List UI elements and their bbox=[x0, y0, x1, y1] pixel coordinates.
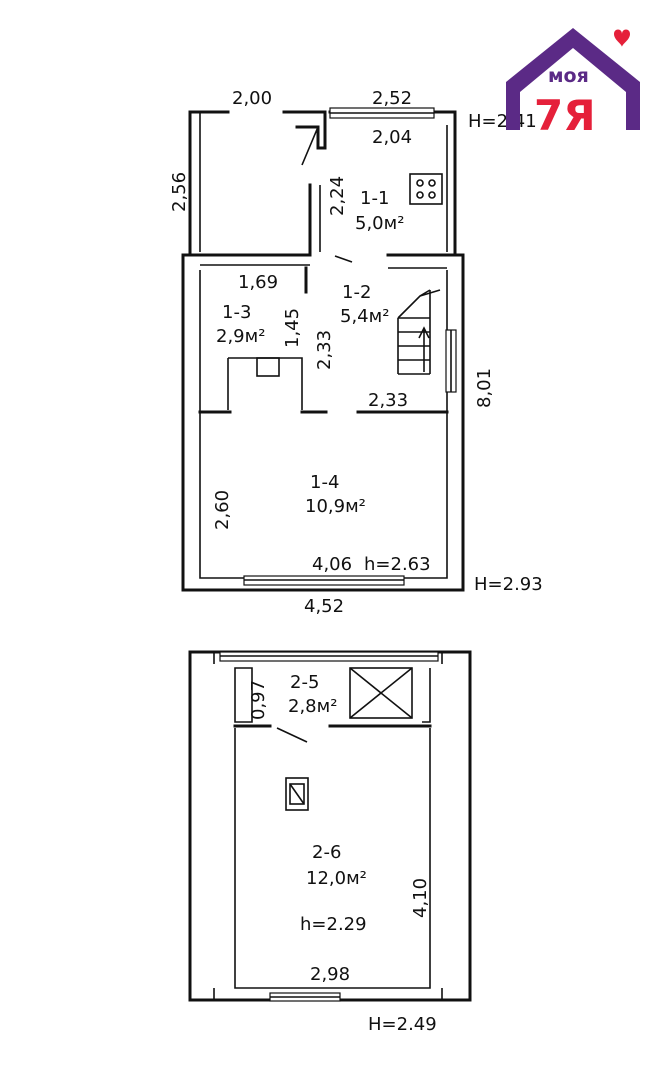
dim-2-24: 2,24 bbox=[327, 176, 348, 216]
dim-4-10: 4,10 bbox=[410, 878, 431, 918]
dim-1-69: 1,69 bbox=[238, 272, 278, 293]
height-outer-2: H=2.49 bbox=[368, 1014, 437, 1035]
dim-room-4-bottom: 4,06 bbox=[312, 554, 352, 575]
chimney-icon bbox=[285, 777, 309, 811]
floor-2-walls bbox=[188, 650, 472, 1002]
dim-2-33-v: 2,33 bbox=[314, 330, 335, 370]
height-inner-1: h=2.63 bbox=[364, 554, 431, 575]
room-2-6-area: 12,0м² bbox=[306, 868, 367, 889]
room-1-2-area: 5,4м² bbox=[340, 306, 389, 327]
dim-bottom: 4,52 bbox=[304, 596, 344, 617]
room-1-2-id: 1-2 bbox=[342, 282, 371, 303]
logo-mark: 7Я bbox=[534, 91, 596, 140]
stove-icon bbox=[409, 173, 443, 205]
dim-top-left: 2,00 bbox=[232, 88, 272, 109]
dim-inner-top: 2,04 bbox=[372, 127, 412, 148]
floor-2-labels: 0,97 2-5 2,8м² 2-6 12,0м² h=2.29 4,10 2,… bbox=[248, 672, 437, 1035]
attic-hatch-icon bbox=[349, 667, 413, 719]
dim-top-right: 2,52 bbox=[372, 88, 412, 109]
dim-left-side: 2,56 bbox=[169, 172, 190, 212]
dim-2-98: 2,98 bbox=[310, 964, 350, 985]
room-1-4-id: 1-4 bbox=[310, 472, 339, 493]
floor-1-labels: 2,00 2,52 H=2,41 2,04 2,56 2,24 1-1 5,0м… bbox=[169, 88, 543, 617]
room-2-6-id: 2-6 bbox=[312, 842, 341, 863]
room-1-3-id: 1-3 bbox=[222, 302, 251, 323]
dim-0-97: 0,97 bbox=[248, 680, 269, 720]
dim-right-side: 8,01 bbox=[474, 368, 495, 408]
room-1-1-id: 1-1 bbox=[360, 188, 389, 209]
stairs-icon bbox=[397, 289, 441, 375]
room-2-5-id: 2-5 bbox=[290, 672, 319, 693]
room-1-3-area: 2,9м² bbox=[216, 326, 265, 347]
room-2-5-area: 2,8м² bbox=[288, 696, 337, 717]
logo-house-shape bbox=[506, 28, 640, 130]
brand-logo: моя 7Я bbox=[506, 28, 640, 140]
dim-1-45: 1,45 bbox=[282, 308, 303, 348]
dim-room-4-left: 2,60 bbox=[212, 490, 233, 530]
heart-icon bbox=[614, 29, 630, 47]
room-1-4-area: 10,9м² bbox=[305, 496, 366, 517]
dim-2-33-h: 2,33 bbox=[368, 390, 408, 411]
height-top: H=2,41 bbox=[468, 111, 537, 132]
logo-word: моя bbox=[548, 65, 589, 87]
floor-1-walls bbox=[181, 107, 465, 592]
height-inner-2: h=2.29 bbox=[300, 914, 367, 935]
room-1-1-area: 5,0м² bbox=[355, 213, 404, 234]
height-outer-1: H=2.93 bbox=[474, 574, 543, 595]
